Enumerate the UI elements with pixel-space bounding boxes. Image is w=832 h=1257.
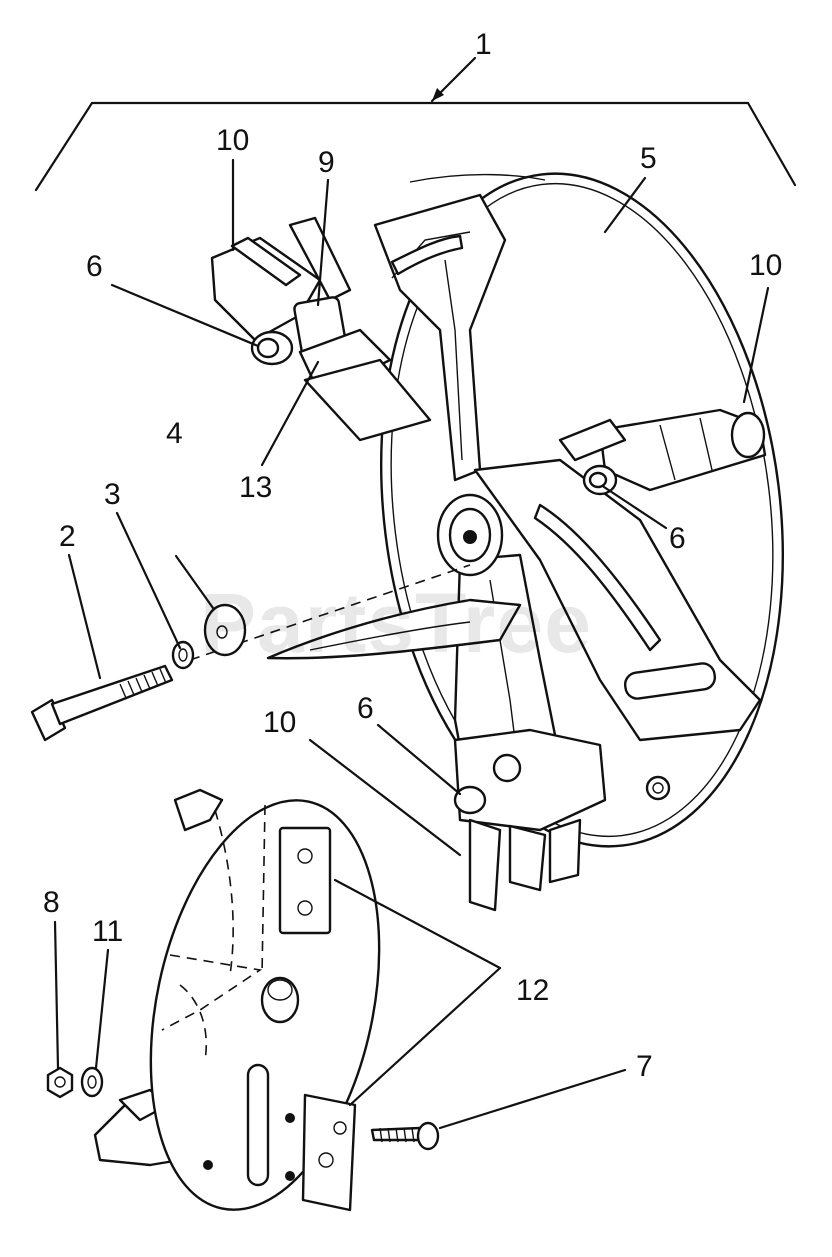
callout-8: 8 [43, 886, 60, 919]
right-hinge-block [558, 408, 767, 496]
assembly-bracket [34, 56, 797, 192]
watermark: PartsTree [200, 576, 592, 670]
callout-9: 9 [318, 146, 335, 179]
nut [46, 1066, 74, 1099]
leader-lines [53, 158, 770, 1130]
lock-washer [171, 640, 195, 670]
callout-2: 2 [59, 520, 76, 553]
callout-1: 1 [475, 28, 492, 61]
upper-left-hinge-block [210, 216, 432, 442]
callout-11: 11 [92, 915, 123, 948]
callout-6-upper-left: 6 [86, 250, 103, 283]
callout-7: 7 [636, 1050, 653, 1083]
callout-10-right: 10 [749, 249, 782, 282]
back-plate [93, 788, 381, 1211]
callout-3: 3 [104, 478, 121, 511]
rim-nut [645, 775, 671, 801]
callout-labels: 1 10 9 5 10 6 4 13 3 2 6 10 6 8 11 12 7 [43, 28, 782, 1083]
callout-10-lower: 10 [263, 706, 296, 739]
lower-clip [301, 1093, 357, 1212]
small-washer [80, 1066, 104, 1098]
callout-4: 4 [166, 417, 183, 450]
callout-10-upper-left: 10 [216, 124, 249, 157]
callout-6-lower: 6 [357, 692, 374, 725]
callout-5: 5 [640, 142, 657, 175]
right-blade-arm [473, 458, 762, 742]
bolt [30, 664, 174, 742]
callout-13: 13 [239, 471, 272, 504]
lower-hinge-block [453, 728, 607, 912]
callout-12: 12 [516, 974, 549, 1007]
assembly-axis-line [189, 564, 471, 661]
callout-6-right: 6 [669, 522, 686, 555]
left-fin [266, 598, 522, 660]
flat-washer [203, 603, 247, 657]
screw [370, 1121, 440, 1151]
hub [436, 493, 504, 577]
